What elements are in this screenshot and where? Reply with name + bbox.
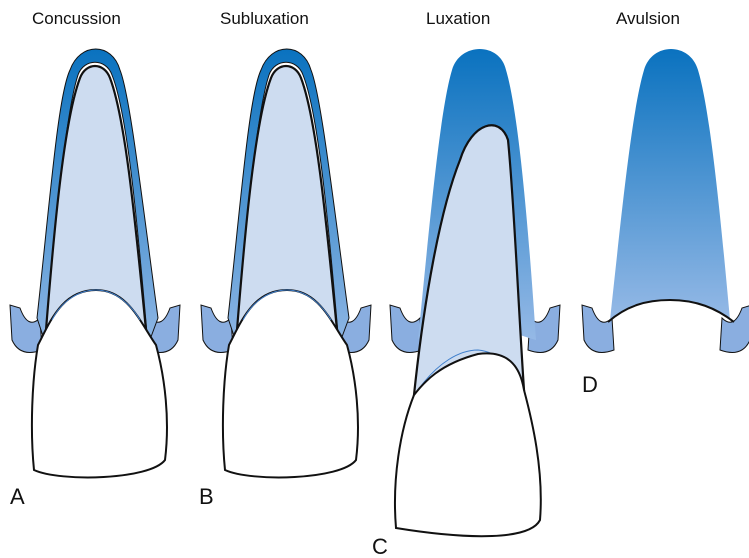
gum-right bbox=[719, 305, 749, 353]
panel-letter-b: B bbox=[199, 484, 214, 509]
title-avulsion: Avulsion bbox=[616, 9, 680, 28]
root bbox=[235, 64, 339, 332]
panel-letter-d: D bbox=[582, 372, 598, 397]
empty-socket bbox=[610, 49, 730, 320]
gum-left bbox=[581, 304, 615, 353]
panel-luxation bbox=[389, 49, 561, 538]
title-concussion: Concussion bbox=[32, 9, 121, 28]
root bbox=[412, 124, 526, 397]
panel-subluxation bbox=[200, 48, 372, 479]
gum-left bbox=[9, 304, 43, 353]
panel-concussion bbox=[9, 48, 181, 479]
panel-avulsion bbox=[581, 49, 749, 353]
title-luxation: Luxation bbox=[426, 9, 490, 28]
panel-letter-c: C bbox=[372, 534, 388, 558]
gum-left bbox=[389, 304, 423, 353]
root bbox=[44, 64, 148, 332]
crown bbox=[393, 352, 542, 538]
panel-letter-a: A bbox=[10, 484, 25, 509]
gum-left bbox=[200, 304, 234, 353]
title-subluxation: Subluxation bbox=[220, 9, 309, 28]
